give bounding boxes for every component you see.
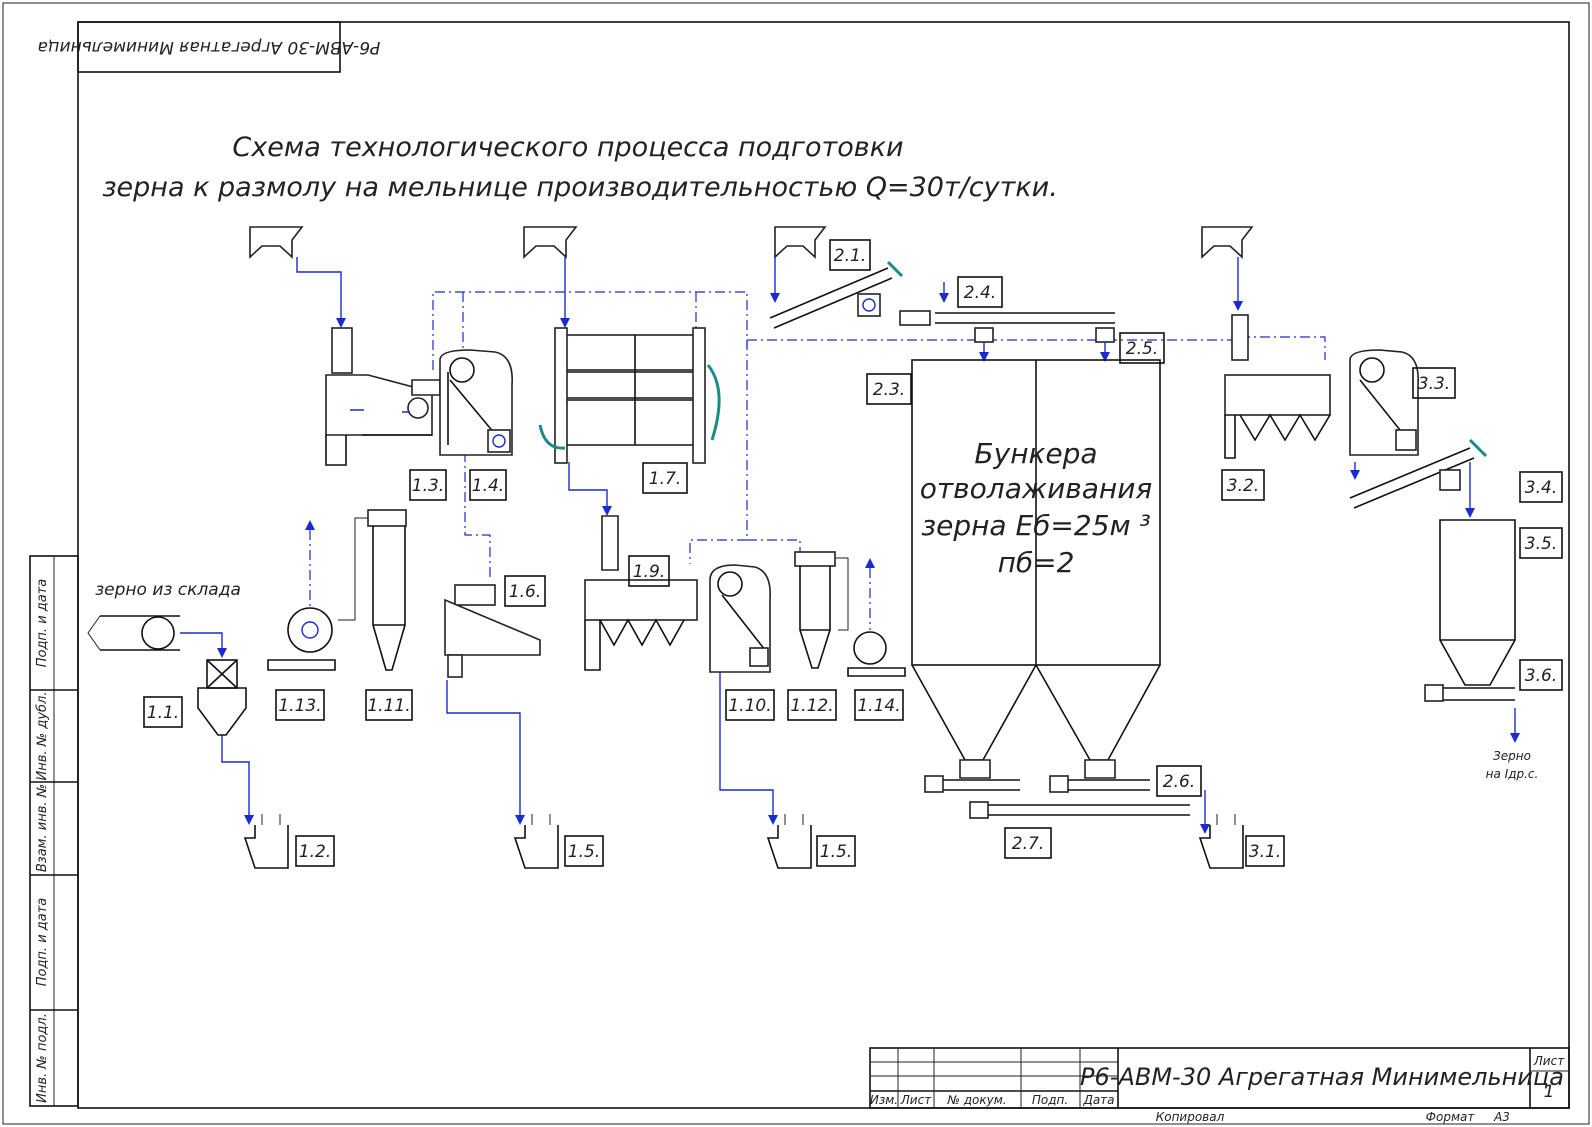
aspiration-lines xyxy=(305,291,1326,631)
separator-1-4 xyxy=(439,349,513,456)
title-line-1: Схема технологического процесса подготов… xyxy=(232,132,903,163)
tb-format-value: А3 xyxy=(1493,1110,1510,1124)
pos-1-13: 1.13. xyxy=(278,696,321,716)
inclined-conveyor-3-4 xyxy=(1349,438,1488,509)
pos-3-6: 3.6. xyxy=(1525,666,1557,686)
pos-3-3: 3.3. xyxy=(1418,374,1450,394)
feed-bin-3 xyxy=(774,226,827,259)
bunker-label-1: Бункера xyxy=(974,437,1097,470)
separator-1-10 xyxy=(709,564,772,673)
tb-format-label: Формат xyxy=(1426,1110,1476,1124)
grain-out-label-1: Зерно xyxy=(1493,749,1531,763)
tb-list: Лист xyxy=(900,1093,932,1107)
separator-3-3 xyxy=(1349,349,1419,456)
side-label-5: Инв. № подл. xyxy=(35,1013,50,1103)
tb-copied: Копировал xyxy=(1156,1110,1225,1124)
bag-1-5a xyxy=(513,814,559,869)
pos-3-4: 3.4. xyxy=(1525,478,1557,498)
tb-sheet-number: 1 xyxy=(1544,1082,1555,1102)
pos-2-1: 2.1. xyxy=(834,246,866,266)
separator-1-9 xyxy=(584,515,698,671)
tb-sheet-label: Лист xyxy=(1533,1054,1565,1068)
horizontal-conveyor-2-4 xyxy=(899,310,1115,362)
header-box xyxy=(77,21,341,73)
side-label-3: Взам. инв. № xyxy=(35,784,50,872)
bunker-label-4: пб=2 xyxy=(998,546,1075,579)
pos-2-4: 2.4. xyxy=(964,283,996,303)
bunker-label-3: зерна Еб=25м ³ xyxy=(921,509,1151,542)
bag-1-2 xyxy=(243,814,289,869)
pos-1-11: 1.11. xyxy=(367,696,410,716)
feed-bin-4 xyxy=(1201,226,1254,259)
pos-1-1: 1.1. xyxy=(147,703,179,723)
bag-3-1 xyxy=(1198,814,1244,869)
pos-1-2: 1.2. xyxy=(299,842,331,862)
grain-from-storage-label: зерно из склада xyxy=(95,580,241,600)
pos-1-10: 1.10. xyxy=(728,696,771,716)
pos-3-2: 3.2. xyxy=(1227,476,1259,496)
tb-izm: Изм. xyxy=(870,1093,898,1107)
pos-1-14: 1.14. xyxy=(857,696,900,716)
magnet-separator-1-1 xyxy=(197,659,247,736)
bottom-conveyors-2-6-2-7 xyxy=(924,775,1190,819)
tb-doc: № докум. xyxy=(946,1093,1006,1107)
pos-2-5: 2.5. xyxy=(1126,339,1158,359)
sheet-header: Р6-АВМ-30 Агрегатная Минимельница xyxy=(38,37,381,57)
pos-1-4: 1.4. xyxy=(472,476,504,496)
tb-document: Р6-АВМ-30 Агрегатная Минимельница xyxy=(1080,1063,1564,1091)
pos-1-7: 1.7. xyxy=(649,469,681,489)
pos-3-1: 3.1. xyxy=(1249,842,1281,862)
feed-bin-1 xyxy=(249,226,304,259)
bag-1-5b xyxy=(766,814,812,869)
fan-1-14 xyxy=(847,631,906,677)
side-label-1: Подп. и дата xyxy=(35,579,50,668)
grain-out-label-2: на Iдр.с. xyxy=(1486,767,1539,781)
pos-2-7: 2.7. xyxy=(1012,834,1044,854)
side-label-2: Инв. № дубл. xyxy=(35,692,50,781)
pos-1-6: 1.6. xyxy=(509,582,541,602)
separator-1-7 xyxy=(538,327,721,464)
position-labels: 1.1. 1.2. 1.3. 1.4. 1.5. 1.5. 1.6. 1.7. … xyxy=(143,239,1563,867)
pos-3-5: 3.5. xyxy=(1525,534,1557,554)
flow-lines xyxy=(221,257,1520,834)
bunker-label-2: отволаживания xyxy=(920,472,1153,505)
cyclone-1-11 xyxy=(367,509,407,671)
pos-1-3: 1.3. xyxy=(412,476,444,496)
hopper-3-5 xyxy=(1424,519,1516,702)
title-block: Изм. Лист № докум. Подп. Дата Р6-АВМ-30 … xyxy=(869,1047,1570,1124)
pos-1-12: 1.12. xyxy=(790,696,833,716)
feed-bin-2 xyxy=(523,226,578,259)
cyclone-1-12 xyxy=(794,551,836,669)
pos-2-3: 2.3. xyxy=(873,380,905,400)
separator-1-6 xyxy=(444,584,541,678)
scourer-1-3 xyxy=(325,327,441,466)
pos-1-5b: 1.5. xyxy=(820,842,852,862)
fan-1-13 xyxy=(267,607,336,671)
separator-3-2 xyxy=(1224,314,1331,459)
inclined-conveyor-2-1 xyxy=(769,260,904,329)
pos-1-9: 1.9. xyxy=(633,562,665,582)
pos-1-5a: 1.5. xyxy=(568,842,600,862)
title-line-2: зерна к размолу на мельнице производител… xyxy=(102,172,1058,203)
side-label-4: Подп. и дата xyxy=(35,898,50,987)
tb-data: Дата xyxy=(1082,1093,1114,1107)
pos-2-6: 2.6. xyxy=(1163,772,1195,792)
grain-intake-conveyor xyxy=(87,615,227,658)
tb-podp: Подп. xyxy=(1032,1093,1068,1107)
side-strip: Подп. и дата Инв. № дубл. Взам. инв. № П… xyxy=(29,555,79,1107)
bunkers-2-3 xyxy=(911,359,1161,779)
